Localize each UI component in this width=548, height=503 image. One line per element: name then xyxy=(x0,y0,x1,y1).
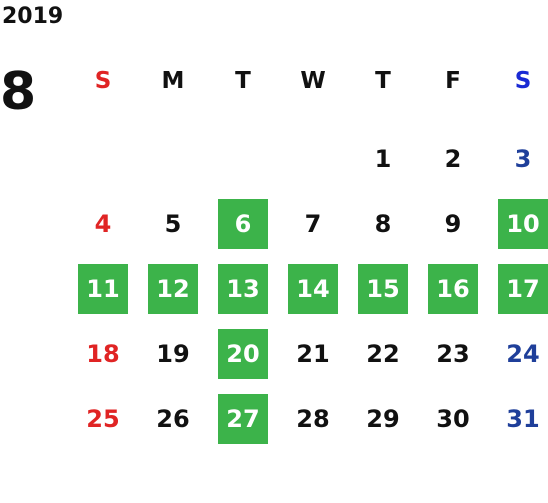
weekday-wednesday: W xyxy=(300,68,326,94)
calendar-cell: 18 xyxy=(68,321,138,386)
calendar-day[interactable]: 9 xyxy=(444,209,462,238)
calendar-day-highlighted[interactable]: 20 xyxy=(218,328,268,379)
calendar-day[interactable]: 28 xyxy=(296,404,330,433)
calendar-day[interactable]: 31 xyxy=(506,404,540,433)
calendar-day-highlighted[interactable]: 17 xyxy=(498,263,548,314)
calendar-cell: 22 xyxy=(348,321,418,386)
weekday-monday: M xyxy=(161,68,185,94)
calendar-cell: 10 xyxy=(488,191,548,256)
calendar-day-highlighted[interactable]: 14 xyxy=(288,263,338,314)
calendar-day[interactable]: 30 xyxy=(436,404,470,433)
calendar-day-highlighted[interactable]: 6 xyxy=(218,198,268,249)
calendar-cell: 23 xyxy=(418,321,488,386)
weekday-sunday: S xyxy=(94,68,112,94)
calendar-day[interactable]: 23 xyxy=(436,339,470,368)
calendar-cell: 24 xyxy=(488,321,548,386)
calendar-cell: 21 xyxy=(278,321,348,386)
calendar-day-highlighted[interactable]: 13 xyxy=(218,263,268,314)
calendar-day[interactable]: 8 xyxy=(374,209,392,238)
calendar-cell xyxy=(68,126,138,191)
calendar-cell: 11 xyxy=(68,256,138,321)
calendar-day[interactable]: 18 xyxy=(86,339,120,368)
calendar-cell: 2 xyxy=(418,126,488,191)
weekday-header: S M T W T F S xyxy=(68,60,548,102)
calendar-day-highlighted[interactable]: 10 xyxy=(498,198,548,249)
calendar-day-highlighted[interactable]: 27 xyxy=(218,393,268,444)
calendar-day[interactable]: 24 xyxy=(506,339,540,368)
calendar-day[interactable]: 1 xyxy=(374,144,392,173)
weekday-friday: F xyxy=(445,68,461,94)
calendar-day[interactable]: 5 xyxy=(164,209,182,238)
calendar-day[interactable]: 19 xyxy=(156,339,190,368)
calendar-cell xyxy=(278,126,348,191)
calendar-cell: 7 xyxy=(278,191,348,256)
calendar-cell: 14 xyxy=(278,256,348,321)
calendar-cell: 8 xyxy=(348,191,418,256)
calendar-cell: 29 xyxy=(348,386,418,451)
calendar-day[interactable]: 7 xyxy=(304,209,322,238)
calendar-cell: 27 xyxy=(208,386,278,451)
calendar-cell: 20 xyxy=(208,321,278,386)
month-label: 8 xyxy=(0,62,37,122)
calendar-day[interactable]: 21 xyxy=(296,339,330,368)
calendar-cell: 1 xyxy=(348,126,418,191)
calendar-day[interactable]: 25 xyxy=(86,404,120,433)
calendar-cell: 26 xyxy=(138,386,208,451)
weekday-saturday: S xyxy=(514,68,532,94)
calendar-cell: 6 xyxy=(208,191,278,256)
calendar-day[interactable]: 29 xyxy=(366,404,400,433)
calendar-cell xyxy=(138,126,208,191)
calendar-cell xyxy=(208,126,278,191)
calendar-cell: 3 xyxy=(488,126,548,191)
calendar-cell: 19 xyxy=(138,321,208,386)
weekday-tuesday: T xyxy=(235,68,251,94)
calendar-day[interactable]: 4 xyxy=(94,209,112,238)
calendar-cell: 28 xyxy=(278,386,348,451)
calendar-day[interactable]: 22 xyxy=(366,339,400,368)
calendar-cell: 5 xyxy=(138,191,208,256)
calendar-day-highlighted[interactable]: 16 xyxy=(428,263,478,314)
calendar-day-highlighted[interactable]: 12 xyxy=(148,263,198,314)
calendar-cell: 4 xyxy=(68,191,138,256)
calendar-cell: 12 xyxy=(138,256,208,321)
year-label: 2019 xyxy=(2,4,64,29)
calendar-day[interactable]: 26 xyxy=(156,404,190,433)
calendar-cell: 31 xyxy=(488,386,548,451)
calendar-cell: 30 xyxy=(418,386,488,451)
calendar-cell: 13 xyxy=(208,256,278,321)
calendar-day-highlighted[interactable]: 11 xyxy=(78,263,128,314)
calendar-cell: 25 xyxy=(68,386,138,451)
calendar-cell: 16 xyxy=(418,256,488,321)
calendar-cell: 17 xyxy=(488,256,548,321)
calendar-day-highlighted[interactable]: 15 xyxy=(358,263,408,314)
calendar-day[interactable]: 2 xyxy=(444,144,462,173)
calendar-day[interactable]: 3 xyxy=(514,144,532,173)
calendar-cell: 15 xyxy=(348,256,418,321)
weekday-thursday: T xyxy=(375,68,391,94)
calendar-cell: 9 xyxy=(418,191,488,256)
